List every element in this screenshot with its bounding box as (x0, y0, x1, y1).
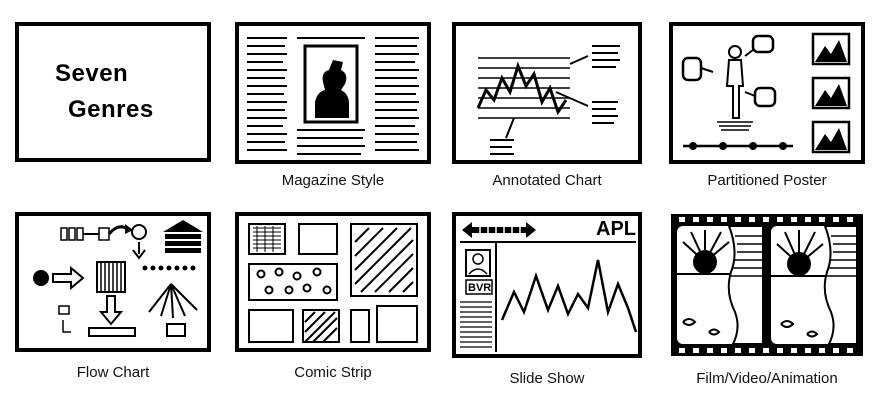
caption-film: Film/Video/Animation (696, 370, 838, 387)
poster-panel (669, 22, 865, 164)
film-panel (669, 212, 865, 358)
caption-annotated: Annotated Chart (492, 172, 602, 189)
comic-panel (235, 212, 431, 352)
slide-label-bvr: BVR (468, 282, 492, 294)
caption-slides: Slide Show (509, 370, 585, 387)
slide-label-apl: APL (596, 218, 636, 240)
slideshow-panel (452, 212, 642, 358)
caption-poster: Partitioned Poster (707, 172, 827, 189)
title-panel (15, 22, 211, 162)
title-line-2: Genres (68, 96, 154, 123)
title-line-1: Seven (55, 60, 129, 87)
caption-magazine: Magazine Style (281, 172, 385, 189)
caption-comic: Comic Strip (294, 364, 372, 381)
annotated-panel (452, 22, 642, 164)
caption-flow: Flow Chart (76, 364, 150, 381)
flowchart-panel (15, 212, 211, 352)
magazine-panel (235, 22, 431, 164)
